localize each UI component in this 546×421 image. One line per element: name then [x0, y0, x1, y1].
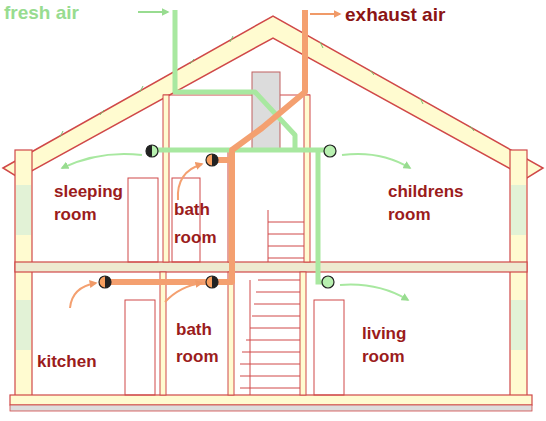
- window: [16, 300, 31, 350]
- fresh-air-arrow: [138, 11, 168, 13]
- room-area: living room: [306, 272, 510, 395]
- airflow-arrow: [165, 283, 202, 302]
- door: [128, 178, 158, 262]
- staircase: [240, 280, 300, 395]
- room-area: childrens room: [306, 150, 510, 262]
- roof: [3, 16, 543, 178]
- supply-vent: [322, 276, 334, 288]
- exhaust-vent: [99, 276, 111, 288]
- exhaust-vent: [206, 276, 218, 288]
- room-name: bath room: [176, 316, 219, 370]
- vent-mark: [212, 154, 218, 166]
- foundation: [10, 405, 532, 411]
- fresh-air-duct: [152, 150, 330, 282]
- interior-wall: [300, 272, 306, 395]
- room-area: bath room: [169, 150, 228, 262]
- room-name: kitchen: [37, 350, 97, 373]
- room-name: bath room: [174, 196, 217, 252]
- room-area: bath room: [166, 272, 228, 395]
- ceiling-line: [163, 95, 310, 96]
- airflow-arrow: [70, 283, 96, 308]
- room-area: sleeping room: [32, 150, 163, 262]
- room-area: kitchen: [32, 272, 160, 395]
- room-name: childrens room: [388, 180, 464, 226]
- interior-wall: [304, 95, 310, 262]
- floor-slab: [15, 262, 527, 272]
- interior-wall: [160, 272, 166, 395]
- airflow-arrow: [178, 164, 202, 200]
- air-label: exhaust air: [345, 4, 445, 26]
- window: [511, 300, 526, 350]
- door: [314, 300, 344, 395]
- vent-mark: [212, 276, 218, 288]
- stair-rail: [268, 210, 304, 262]
- outer-wall: [510, 150, 527, 400]
- room-name: sleeping room: [54, 180, 123, 226]
- exhaust-vent: [206, 154, 218, 166]
- room-name: living room: [362, 322, 406, 368]
- door: [125, 300, 155, 395]
- supply-vent: [146, 145, 158, 157]
- air-label: fresh air: [4, 2, 79, 24]
- exhaust-duct: [105, 10, 305, 282]
- fresh-air-duct: [175, 10, 295, 150]
- window: [16, 185, 31, 235]
- vent-mark: [146, 145, 152, 157]
- door: [172, 178, 200, 262]
- outer-wall: [15, 150, 32, 400]
- ground-slab: [10, 395, 532, 405]
- airflow-arrow: [62, 154, 142, 168]
- supply-vent: [324, 145, 336, 157]
- exhaust-air-arrow: [310, 13, 340, 15]
- interior-wall: [163, 95, 169, 262]
- airflow-arrow: [340, 285, 408, 300]
- window: [511, 185, 526, 235]
- interior-wall: [228, 272, 234, 395]
- roof-grass: [20, 36, 523, 160]
- vent-mark: [105, 276, 111, 288]
- airflow-arrow: [342, 154, 410, 168]
